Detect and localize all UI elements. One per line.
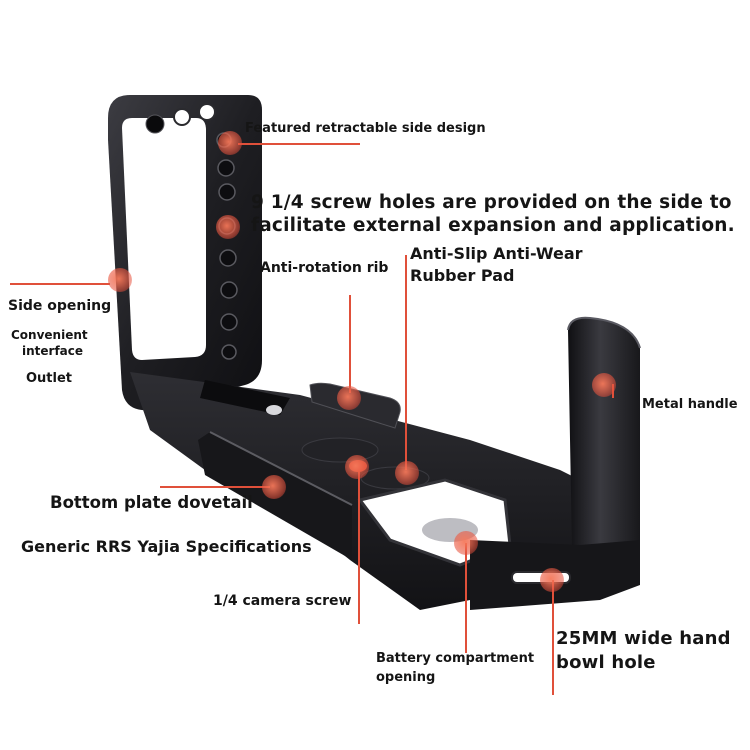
label-screw-holes-2: facilitate external expansion and applic… bbox=[251, 215, 735, 236]
label-metal-handle: Metal handle bbox=[642, 397, 738, 412]
leader-line bbox=[10, 283, 110, 285]
label-anti-rotation: Anti-rotation rib bbox=[260, 260, 389, 276]
marker-screw-holes bbox=[216, 215, 240, 239]
label-hand-hole-2: bowl hole bbox=[556, 652, 656, 673]
leader-line bbox=[405, 255, 407, 470]
label-rubber-pad-2: Rubber Pad bbox=[410, 266, 515, 285]
label-rrs-spec: Generic RRS Yajia Specifications bbox=[21, 537, 312, 556]
side-frame-opening bbox=[122, 118, 206, 360]
marker-dovetail bbox=[262, 475, 286, 499]
label-rubber-pad-1: Anti-Slip Anti-Wear bbox=[410, 244, 583, 263]
marker-hand-hole bbox=[540, 568, 564, 592]
marker-side-design bbox=[218, 131, 242, 155]
label-outlet: Outlet bbox=[26, 371, 73, 386]
marker-metal-handle bbox=[592, 373, 616, 397]
marker-rubber-pad bbox=[395, 461, 419, 485]
label-interface: interface bbox=[22, 344, 84, 358]
label-side-design: Featured retractable side design bbox=[245, 121, 486, 136]
label-dovetail: Bottom plate dovetail bbox=[50, 493, 253, 512]
marker-camera-screw bbox=[345, 455, 369, 479]
leader-line bbox=[465, 543, 467, 653]
label-hand-hole-1: 25MM wide hand bbox=[556, 628, 731, 649]
rubber-pad-left bbox=[301, 437, 379, 463]
label-side-opening: Side opening bbox=[8, 298, 112, 314]
leader-line bbox=[358, 466, 360, 624]
leader-line bbox=[552, 580, 554, 695]
marker-battery bbox=[454, 531, 478, 555]
label-battery-1: Battery compartment bbox=[376, 651, 535, 666]
leader-line bbox=[160, 486, 270, 488]
leader-line bbox=[238, 143, 360, 145]
label-battery-2: opening bbox=[376, 670, 436, 685]
leader-line bbox=[349, 295, 351, 393]
label-convenient: Convenient bbox=[11, 328, 88, 342]
label-screw-holes-1: 9 1/4 screw holes are provided on the si… bbox=[251, 192, 732, 213]
marker-side-opening bbox=[108, 268, 132, 292]
metal-handle bbox=[568, 317, 640, 560]
marker-anti-rotation bbox=[337, 386, 361, 410]
label-camera-screw: 1/4 camera screw bbox=[213, 593, 352, 609]
